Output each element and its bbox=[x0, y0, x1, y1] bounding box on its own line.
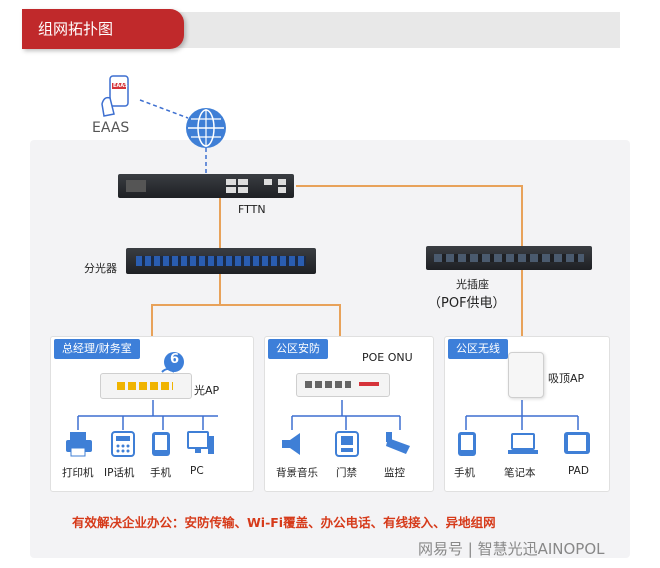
device-label: PC bbox=[190, 465, 204, 477]
panel-wireless-title: 公区无线 bbox=[448, 339, 508, 359]
tablet-icon bbox=[564, 432, 590, 454]
panel-office bbox=[50, 336, 254, 492]
socket-sublabel: （POF供电） bbox=[428, 296, 506, 311]
eaas-label: EAAS bbox=[92, 120, 130, 136]
phone-hand-icon bbox=[101, 75, 129, 117]
wifi6-icon bbox=[161, 352, 184, 373]
laptop-icon bbox=[508, 433, 538, 454]
device-label: 监控 bbox=[384, 467, 405, 479]
speaker-icon bbox=[282, 433, 300, 455]
fttn-label: FTTN bbox=[238, 203, 266, 216]
camera-icon bbox=[386, 432, 410, 454]
eaas-link bbox=[139, 99, 189, 119]
device-label: 背景音乐 bbox=[276, 467, 318, 479]
device-label: 打印机 bbox=[62, 467, 94, 479]
ceiling-ap-device bbox=[508, 352, 544, 398]
device-label: 手机 bbox=[454, 467, 475, 479]
poe-onu-label: POE ONU bbox=[362, 351, 413, 364]
security-tree bbox=[291, 400, 401, 430]
ip-phone-icon bbox=[111, 431, 135, 457]
wireless-tree bbox=[465, 400, 579, 430]
device-label: 门禁 bbox=[336, 467, 357, 479]
optical-ap-label: 光AP bbox=[194, 384, 220, 397]
panel-security bbox=[264, 336, 434, 492]
access-control-icon bbox=[335, 431, 359, 457]
ceiling-ap-label: 吸顶AP bbox=[548, 372, 585, 385]
mobile-phone-icon bbox=[458, 432, 476, 456]
mobile-phone-icon bbox=[152, 432, 170, 456]
office-tree bbox=[77, 400, 218, 430]
device-label: PAD bbox=[568, 465, 589, 477]
splitter-device bbox=[126, 248, 316, 274]
socket-label: 光插座 bbox=[456, 278, 489, 291]
panel-office-title: 总经理/财务室 bbox=[54, 339, 140, 359]
footer-summary: 有效解决企业办公：安防传输、Wi-Fi覆盖、办公电话、有线接入、异地组网 bbox=[72, 515, 496, 530]
optical-ap-device bbox=[100, 373, 192, 399]
wifi6-badge: 6 bbox=[170, 352, 180, 367]
socket-device bbox=[426, 246, 592, 270]
phone-badge: EAAS bbox=[113, 83, 128, 89]
watermark: 网易号 | 智慧光迅AINOPOL bbox=[418, 540, 605, 558]
device-label: IP话机 bbox=[104, 467, 135, 479]
fttn-device bbox=[118, 174, 294, 198]
page-title: 组网拓扑图 bbox=[22, 9, 184, 49]
pc-icon bbox=[187, 431, 214, 454]
device-label: 笔记本 bbox=[504, 467, 536, 479]
splitter-label: 分光器 bbox=[84, 262, 117, 275]
printer-icon bbox=[66, 432, 92, 457]
device-label: 手机 bbox=[150, 467, 171, 479]
fiber-fttn-socket bbox=[296, 185, 523, 246]
globe-icon bbox=[186, 108, 226, 148]
poe-onu-device bbox=[296, 373, 390, 397]
panel-security-title: 公区安防 bbox=[268, 339, 328, 359]
